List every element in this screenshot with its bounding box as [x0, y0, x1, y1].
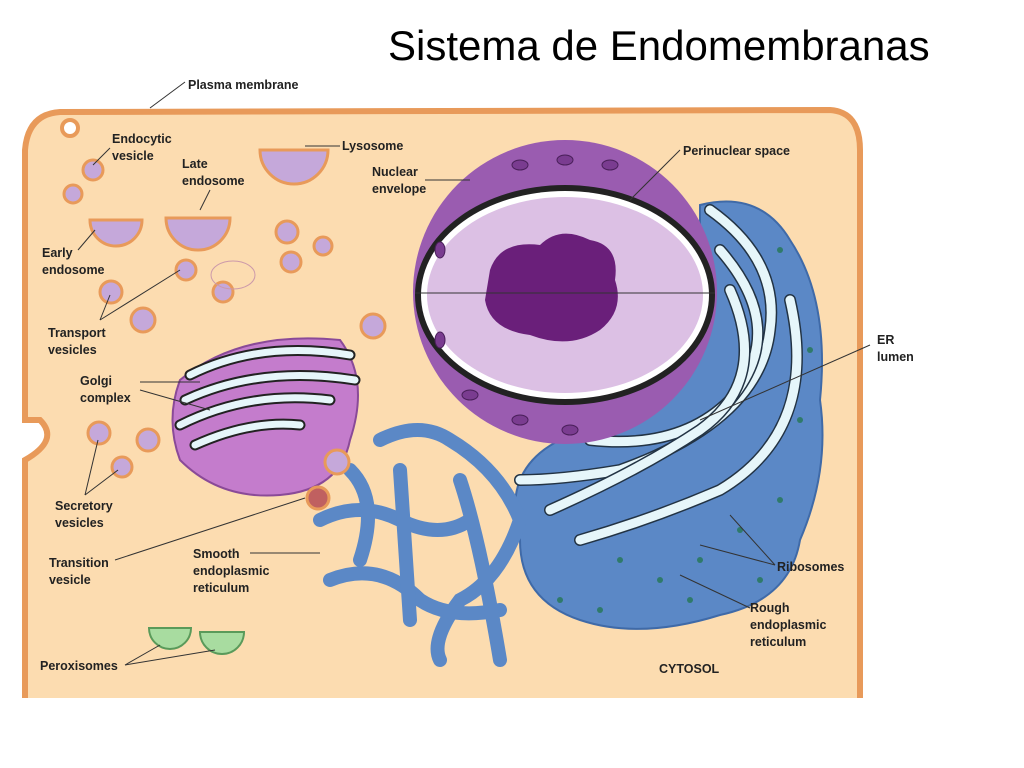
label-er-lumen-1: ER — [877, 333, 894, 347]
endocytosis-pit — [60, 118, 80, 138]
label-secretory-vesicles-2: vesicles — [55, 516, 104, 530]
label-early-endosome-2: endosome — [42, 263, 105, 277]
label-ribosomes: Ribosomes — [777, 560, 844, 574]
peroxisomes-shapes — [147, 627, 246, 655]
label-nuclear-envelope-2: envelope — [372, 182, 426, 196]
nuclear-pores — [434, 154, 619, 436]
slide-title: Sistema de Endomembranas — [388, 22, 930, 69]
label-smooth-er-1: Smooth — [193, 547, 240, 561]
label-transition-vesicle-2: vesicle — [49, 573, 91, 587]
label-nuclear-envelope-1: Nuclear — [372, 165, 418, 179]
label-early-endosome-1: Early — [42, 246, 73, 260]
leader-lines — [77, 81, 871, 666]
label-endocytic-vesicle-2: vesicle — [112, 149, 154, 163]
label-transport-vesicles-2: vesicles — [48, 343, 97, 357]
label-smooth-er-3: reticulum — [193, 581, 249, 595]
empty-vesicle — [210, 260, 256, 290]
label-peroxisomes: Peroxisomes — [40, 659, 118, 673]
smooth-er-network — [313, 423, 528, 667]
nucleolus — [485, 233, 618, 342]
label-rough-er-1: Rough — [750, 601, 790, 615]
label-transition-vesicle-1: Transition — [49, 556, 109, 570]
label-perinuclear-space: Perinuclear space — [683, 144, 790, 158]
label-golgi-complex-1: Golgi — [80, 374, 112, 388]
label-smooth-er-2: endoplasmic — [193, 564, 269, 578]
label-er-lumen-2: lumen — [877, 350, 914, 364]
label-lysosome: Lysosome — [342, 139, 403, 153]
golgi-cisternae — [174, 345, 361, 451]
labels: Plasma membrane Endocytic vesicle Late e… — [40, 78, 914, 676]
label-rough-er-2: endoplasmic — [750, 618, 826, 632]
label-golgi-complex-2: complex — [80, 391, 131, 405]
label-secretory-vesicles-1: Secretory — [55, 499, 113, 513]
label-late-endosome-1: Late — [182, 157, 208, 171]
vesicles — [62, 148, 387, 511]
label-cytosol: CYTOSOL — [659, 662, 720, 676]
label-transport-vesicles-1: Transport — [48, 326, 106, 340]
label-late-endosome-2: endosome — [182, 174, 245, 188]
er-cisternae — [514, 204, 803, 546]
label-plasma-membrane: Plasma membrane — [188, 78, 299, 92]
label-endocytic-vesicle-1: Endocytic — [112, 132, 172, 146]
label-rough-er-3: reticulum — [750, 635, 806, 649]
